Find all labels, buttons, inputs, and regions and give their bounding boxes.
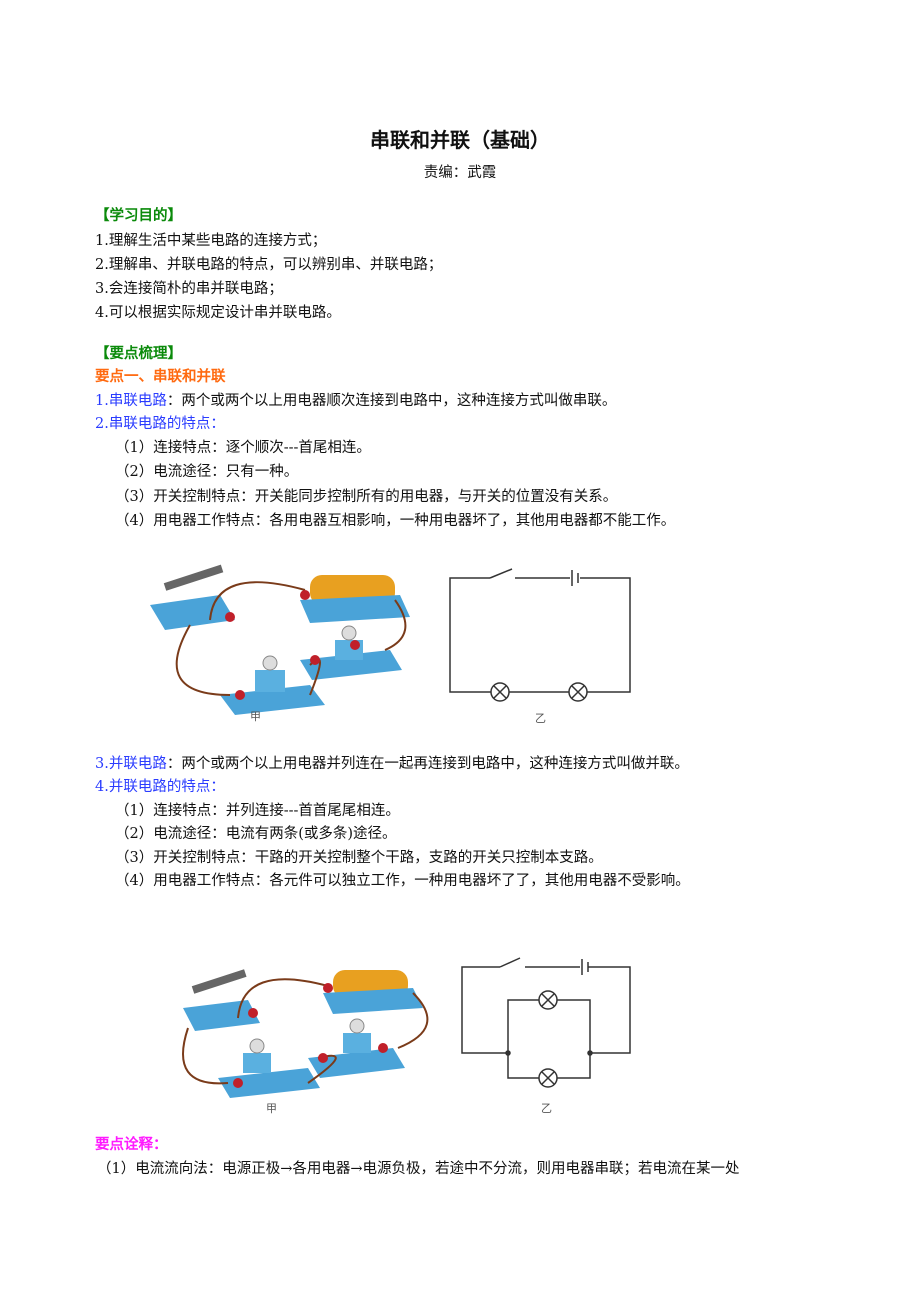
- parallel-feature: （1）连接特点：并列连接---首首尾尾相连。: [115, 803, 400, 819]
- series-feature: （3）开关控制特点：开关能同步控制所有的用电器，与开关的位置没有关系。: [115, 489, 618, 505]
- figure-label-a: 甲: [266, 1102, 277, 1115]
- figure-label-a: 甲: [250, 710, 261, 723]
- figure-label-b: 乙: [535, 712, 546, 725]
- parallel-label: 3.并联电路: [95, 756, 167, 772]
- notes-heading: 要点诠释：: [95, 1137, 168, 1153]
- objective-item: 1.理解生活中某些电路的连接方式；: [95, 233, 327, 249]
- series-circuit-diagram: [449, 568, 631, 702]
- objective-item: 4.可以根据实际规定设计串并联电路。: [95, 305, 341, 321]
- series-feature: （2）电流途径：只有一种。: [115, 464, 299, 480]
- point1-heading: 要点一、串联和并联: [95, 369, 226, 385]
- parallel-feature: （2）电流途径：电流有两条(或多条)途径。: [115, 826, 397, 842]
- parallel-feature: （4）用电器工作特点：各元件可以独立工作，一种用电器坏了了，其他用电器不受影响。: [115, 873, 690, 889]
- series-label: 1.串联电路: [95, 393, 167, 409]
- parallel-text: ：两个或两个以上用电器并列连在一起再连接到电路中，这种连接方式叫做并联。: [166, 756, 689, 772]
- series-features-heading: 2.串联电路的特点：: [95, 416, 225, 432]
- objective-item: 3.会连接简朴的串并联电路；: [95, 281, 283, 297]
- parallel-features-heading: 4.并联电路的特点：: [95, 779, 225, 795]
- figure-label-b: 乙: [541, 1102, 552, 1115]
- series-definition: 1.串联电路：两个或两个以上用电器顺次连接到电路中，这种连接方式叫做串联。: [95, 390, 616, 412]
- objectives-heading: 【学习目的】: [95, 208, 182, 224]
- series-circuit-figure: [150, 564, 631, 715]
- series-apparatus-photo: [150, 564, 410, 715]
- parallel-circuit-diagram: [461, 957, 631, 1088]
- parallel-feature: （3）开关控制特点：干路的开关控制整个干路，支路的开关只控制本支路。: [115, 850, 603, 866]
- series-text: ：两个或两个以上用电器顺次连接到电路中，这种连接方式叫做串联。: [166, 393, 617, 409]
- parallel-apparatus-photo: [182, 969, 429, 1098]
- series-feature: （1）连接特点：逐个顺次---首尾相连。: [115, 440, 371, 456]
- author: 责编：武霞: [423, 165, 497, 181]
- parallel-definition: 3.并联电路：两个或两个以上用电器并列连在一起再连接到电路中，这种连接方式叫做并…: [95, 753, 689, 775]
- objective-item: 2.理解串、并联电路的特点，可以辨别串、并联电路；: [95, 257, 443, 273]
- parallel-circuit-figure: [182, 957, 631, 1098]
- series-feature: （4）用电器工作特点：各用电器互相影响，一种用电器坏了，其他用电器都不能工作。: [115, 513, 676, 529]
- summary-heading: 【要点梳理】: [95, 346, 182, 362]
- page-title: 串联和并联（基础）: [370, 128, 550, 152]
- note-item: （1）电流流向法：电源正极→各用电器→电源负极，若途中不分流，则用电器串联；若电…: [97, 1161, 740, 1177]
